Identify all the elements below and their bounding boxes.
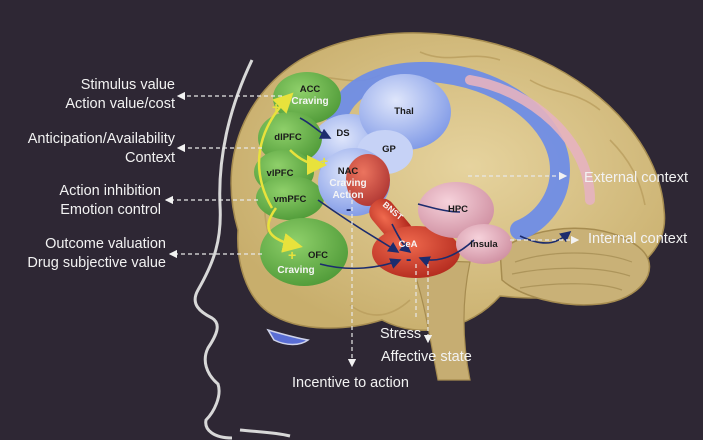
hpc-region [418,182,494,238]
insula-region [456,224,512,264]
head-outline [193,59,291,440]
insula-label: Insula [470,239,498,250]
dlpfc-region [258,112,322,164]
brainstem [409,259,471,381]
vlpfc-label: vlPFC [267,168,294,179]
hpc-label: HPC [448,204,468,215]
vmpfc-label: vmPFC [274,194,307,205]
external-context-label: External context [584,170,688,186]
ds-label: DS [336,128,349,139]
nac-craving-label: Craving [329,178,366,189]
nac-red [346,154,390,206]
vmpfc-region [256,176,324,220]
dlpfc-label: dlPFC [274,132,302,143]
stress-label: Stress [380,326,422,342]
internal-context-label: Internal context [588,231,688,247]
gp-label: GP [382,144,396,155]
ofc-label: OFC [308,250,328,261]
fornix-arc [465,75,595,205]
thal-label: Thal [394,106,414,117]
svg-text:+: + [320,153,328,169]
incentive-label: Incentive to action [292,375,409,391]
svg-text:+: + [272,99,280,115]
yellow-arrows [257,92,327,253]
leader-lines-bottom [347,200,433,368]
acc-craving-label: Craving [291,96,328,107]
leader-lines-left [164,91,282,259]
nac-label: NAC [338,166,359,177]
connection-arrows [299,117,572,270]
leader-lines-right [468,171,580,245]
ofc-craving-label: Craving [277,265,314,276]
cea-label: CeA [398,239,417,250]
svg-text:-: - [346,201,351,218]
svg-text:+: + [288,247,296,263]
svg-text:-: - [406,251,411,268]
acc-label: ACC [300,84,321,95]
eye-icon [266,328,310,346]
cerebellum-folia [511,252,633,291]
affective-state-label: Affective state [381,349,472,365]
nac-action-label: Action [332,190,363,201]
